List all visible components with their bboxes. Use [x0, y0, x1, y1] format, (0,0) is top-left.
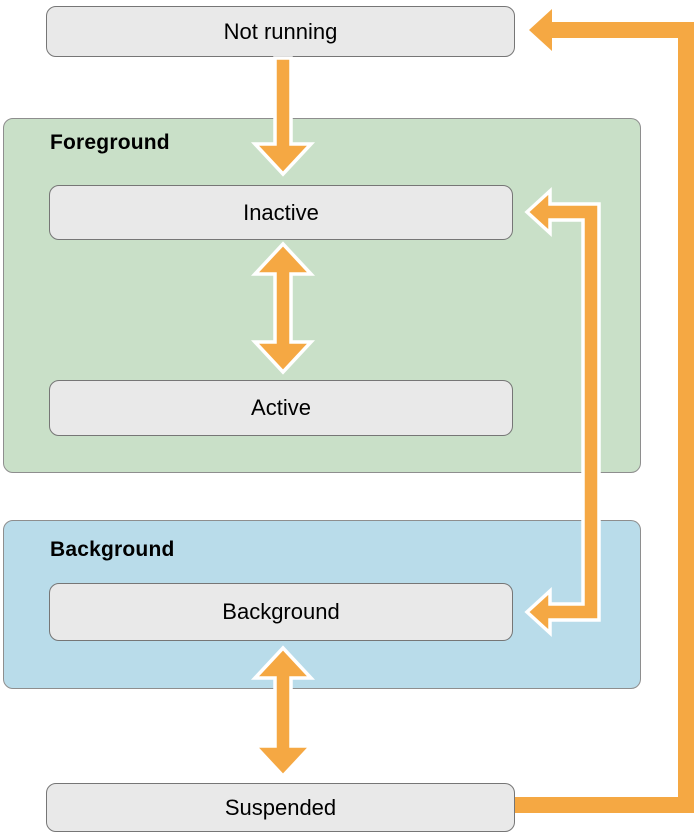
node-inactive-label: Inactive — [243, 199, 319, 225]
node-not-running-label: Not running — [223, 18, 338, 44]
node-not-running: Not running — [46, 6, 515, 57]
foreground-panel-label: Foreground — [50, 131, 170, 154]
node-suspended: Suspended — [46, 783, 515, 832]
node-suspended-label: Suspended — [224, 794, 337, 820]
node-inactive: Inactive — [49, 185, 513, 240]
node-background-label: Background — [222, 599, 340, 624]
background-panel-label: Background — [50, 538, 175, 561]
node-active-label: Active — [251, 395, 311, 420]
node-background: Background — [49, 583, 513, 641]
node-active: Active — [49, 380, 513, 436]
